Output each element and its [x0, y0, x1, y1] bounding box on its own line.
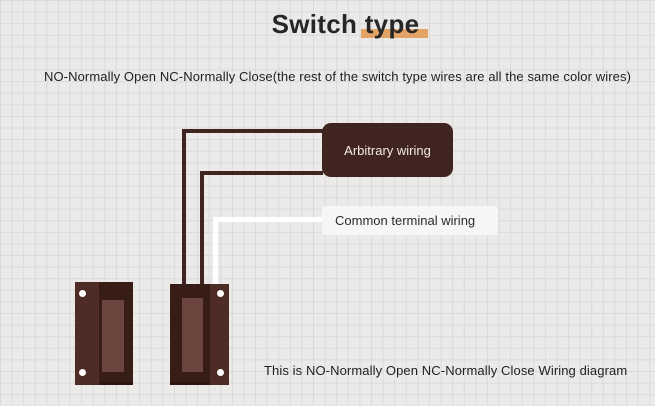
arbitrary-wire-2-vertical: [200, 171, 204, 286]
diagram-caption: This is NO-Normally Open NC-Normally Clo…: [264, 363, 628, 378]
common-terminal-wiring-label-text: Common terminal wiring: [335, 213, 476, 228]
switch-left-bevel: [75, 282, 99, 385]
switch-right-bevel: [210, 284, 229, 385]
screw-hole-dot: [217, 369, 224, 376]
magnetic-switch-left: [75, 282, 133, 385]
arbitrary-wiring-label: Arbitrary wiring: [322, 123, 453, 177]
common-terminal-wire-horizontal: [213, 217, 323, 222]
switch-right-inner-plate: [182, 298, 203, 372]
common-terminal-wire-vertical: [213, 217, 218, 286]
title-accent-bar: [361, 29, 429, 38]
page-title: Switch type: [271, 9, 429, 40]
common-terminal-wiring-label: Common terminal wiring: [322, 206, 498, 235]
magnetic-switch-right: [170, 284, 229, 385]
arbitrary-wire-1-vertical: [182, 129, 186, 286]
switch-left-inner-plate: [102, 300, 124, 372]
arbitrary-wire-2-horizontal: [200, 171, 323, 175]
subtitle: NO-Normally Open NC-Normally Close(the r…: [43, 69, 632, 84]
arbitrary-wiring-label-text: Arbitrary wiring: [344, 142, 431, 158]
page-title-text: Switch type: [271, 9, 420, 39]
screw-hole-dot: [79, 290, 86, 297]
arbitrary-wire-1-horizontal: [182, 129, 323, 133]
title-row: Switch type: [18, 9, 655, 40]
screw-hole-dot: [217, 290, 224, 297]
screw-hole-dot: [79, 369, 86, 376]
